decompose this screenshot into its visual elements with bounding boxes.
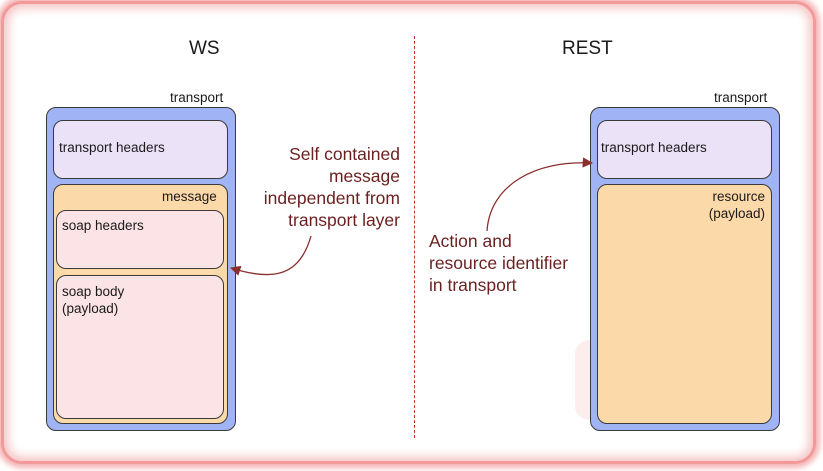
ws-transport-headers-label: transport headers [59,140,165,155]
ws-annotation-line-3: independent from [263,188,400,208]
rest-annotation-line-3: in transport [429,275,517,295]
ws-annotation-arrow [230,235,312,276]
rest-annotation: Action and resource identifier in transp… [429,230,599,296]
column-divider [414,36,415,438]
ws-transport-label: transport [170,90,224,105]
rest-annotation-arrow [486,157,594,232]
ws-annotation: Self contained message independent from … [250,143,400,231]
rest-annotation-line-2: resource identifier [429,253,569,273]
ws-soap-body-box [56,275,224,419]
ws-transport-headers-box [53,120,228,179]
rest-annotation-line-1: Action and [429,231,512,251]
ws-annotation-line-1: Self contained [289,144,400,164]
ws-message-label: message [162,189,217,204]
ws-annotation-line-2: message [328,166,400,186]
rest-transport-label: transport [714,90,768,105]
rest-resource-payload-label: (payload) [708,206,765,221]
rest-heading: REST [562,38,613,59]
ws-soap-headers-box [56,210,224,269]
rest-resource-label: resource [712,189,765,204]
rest-transport-headers-label: transport headers [601,140,707,155]
rest-transport-headers-box [597,120,772,179]
ws-soap-headers-label: soap headers [62,218,144,233]
ws-soap-body-payload-label: (payload) [62,301,119,316]
ws-soap-body-label: soap body [62,284,125,299]
rest-resource-box [597,184,772,424]
ws-annotation-line-4: transport layer [288,210,400,230]
ws-heading: WS [189,38,220,59]
